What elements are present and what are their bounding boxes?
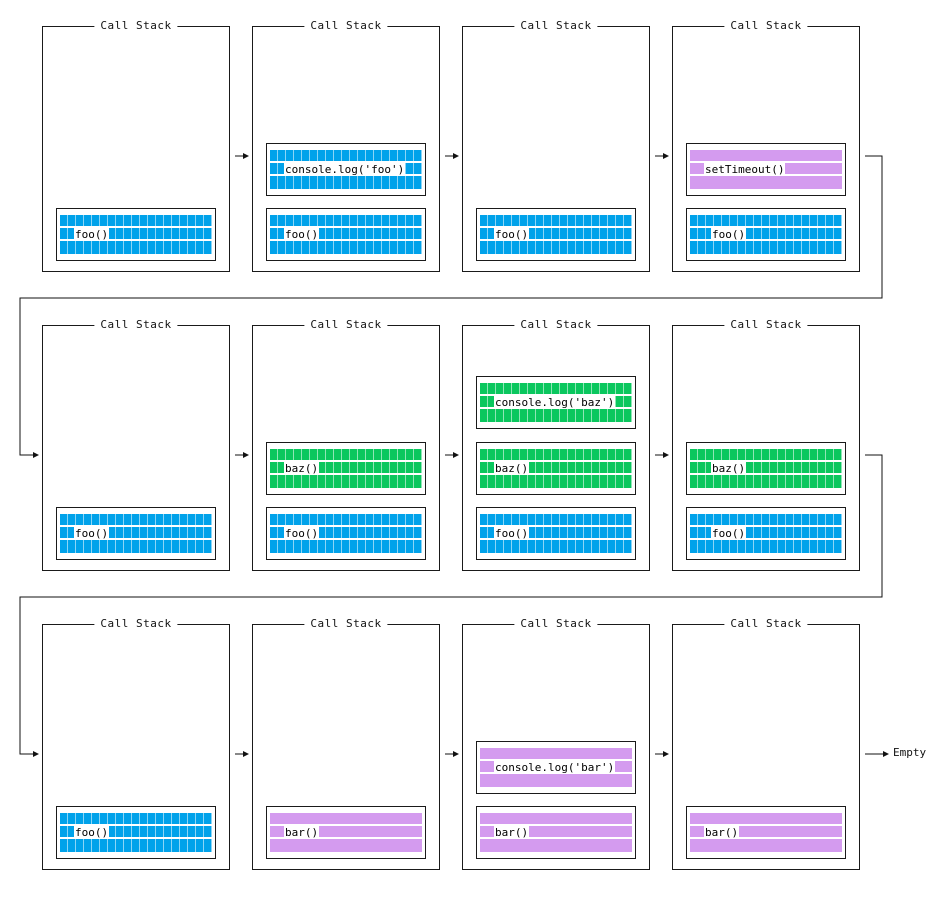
- step-arrow-head: [243, 153, 249, 159]
- stack-frame: foo(): [56, 208, 216, 261]
- stack-frame-label: foo(): [74, 527, 110, 540]
- stack-frame-label: console.log('baz'): [494, 396, 616, 409]
- end-arrow-head: [883, 751, 889, 757]
- stack-frame-label: foo(): [711, 228, 747, 241]
- step-arrow-head: [243, 751, 249, 757]
- stack-frame: foo(): [266, 507, 426, 560]
- stack-frame: bar(): [266, 806, 426, 859]
- call-stack-title: Call Stack: [514, 19, 598, 33]
- call-stack-title: Call Stack: [94, 617, 178, 631]
- stack-frame: bar(): [476, 806, 636, 859]
- stack-frame-label: baz(): [284, 462, 320, 475]
- stack-frame: bar(): [686, 806, 846, 859]
- stack-frame: console.log('baz'): [476, 376, 636, 429]
- stack-frame-fill: console.log('baz'): [480, 383, 632, 422]
- stack-frame-label: console.log('bar'): [494, 761, 616, 774]
- stack-frame-label: console.log('foo'): [284, 163, 406, 176]
- stack-frame: baz(): [266, 442, 426, 495]
- call-stack-panel: Call Stack bar(): [672, 617, 860, 870]
- wrap-connector-line: [19, 454, 883, 755]
- wrap-connector-head: [33, 751, 39, 757]
- call-stack-title: Call Stack: [724, 318, 808, 332]
- stack-frame: console.log('bar'): [476, 741, 636, 794]
- step-arrow-head: [663, 751, 669, 757]
- call-stack-panel: Call Stack foo() baz(): [252, 318, 440, 571]
- stack-frame-fill: foo(): [690, 215, 842, 254]
- stack-frame: baz(): [476, 442, 636, 495]
- call-stack-title: Call Stack: [304, 19, 388, 33]
- stack-frame-label: baz(): [711, 462, 747, 475]
- stack-frame-fill: foo(): [480, 514, 632, 553]
- stack-frame-label: foo(): [494, 228, 530, 241]
- stack-frame-fill: baz(): [690, 449, 842, 488]
- stack-frame-fill: foo(): [480, 215, 632, 254]
- call-stack-panel: Call Stack bar() console.log('bar'): [462, 617, 650, 870]
- stack-frame-fill: foo(): [60, 215, 212, 254]
- empty-label: Empty: [893, 746, 927, 759]
- call-stack-panel: Call Stack foo() baz() console.log('baz'): [462, 318, 650, 571]
- stack-frame-fill: foo(): [690, 514, 842, 553]
- call-stack-panel: Call Stack foo(): [42, 318, 230, 571]
- stack-frame-fill: bar(): [690, 813, 842, 852]
- stack-frame-label: bar(): [284, 826, 320, 839]
- call-stack-panel: Call Stack bar(): [252, 617, 440, 870]
- stack-frame-fill: bar(): [270, 813, 422, 852]
- step-arrow-head: [453, 751, 459, 757]
- stack-frame: foo(): [686, 507, 846, 560]
- step-arrow-head: [453, 153, 459, 159]
- stack-frame-fill: bar(): [480, 813, 632, 852]
- wrap-connector-line: [19, 155, 883, 456]
- stack-frame-label: bar(): [704, 826, 740, 839]
- call-stack-panel: Call Stack foo() setTimeout(): [672, 19, 860, 272]
- step-arrow-head: [663, 452, 669, 458]
- call-stack-title: Call Stack: [724, 19, 808, 33]
- stack-frame: setTimeout(): [686, 143, 846, 196]
- call-stack-title: Call Stack: [514, 617, 598, 631]
- stack-frame-fill: setTimeout(): [690, 150, 842, 189]
- stack-frame-label: setTimeout(): [704, 163, 786, 176]
- stack-frame: foo(): [56, 806, 216, 859]
- call-stack-panel: Call Stack foo(): [42, 617, 230, 870]
- stack-frame-label: baz(): [494, 462, 530, 475]
- call-stack-panel: Call Stack foo() console.log('foo'): [252, 19, 440, 272]
- stack-frame-fill: foo(): [60, 514, 212, 553]
- call-stack-title: Call Stack: [514, 318, 598, 332]
- stack-frame-fill: foo(): [60, 813, 212, 852]
- stack-frame-fill: foo(): [270, 514, 422, 553]
- stack-frame-label: foo(): [284, 527, 320, 540]
- stack-frame-fill: console.log('foo'): [270, 150, 422, 189]
- step-arrow-head: [453, 452, 459, 458]
- call-stack-title: Call Stack: [724, 617, 808, 631]
- stack-frame-fill: baz(): [480, 449, 632, 488]
- stack-frame-label: foo(): [74, 826, 110, 839]
- stack-frame: foo(): [476, 507, 636, 560]
- call-stack-title: Call Stack: [304, 318, 388, 332]
- call-stack-panel: Call Stack foo() baz(): [672, 318, 860, 571]
- stack-frame-fill: console.log('bar'): [480, 748, 632, 787]
- stack-frame: foo(): [476, 208, 636, 261]
- step-arrow-head: [663, 153, 669, 159]
- stack-frame: console.log('foo'): [266, 143, 426, 196]
- stack-frame-label: foo(): [284, 228, 320, 241]
- wrap-connector-head: [33, 452, 39, 458]
- stack-frame-label: bar(): [494, 826, 530, 839]
- stack-frame: foo(): [686, 208, 846, 261]
- call-stack-title: Call Stack: [304, 617, 388, 631]
- call-stack-title: Call Stack: [94, 19, 178, 33]
- call-stack-panel: Call Stack foo(): [462, 19, 650, 272]
- stack-frame: foo(): [266, 208, 426, 261]
- stack-frame-label: foo(): [74, 228, 110, 241]
- call-stack-panel: Call Stack foo(): [42, 19, 230, 272]
- stack-frame-label: foo(): [711, 527, 747, 540]
- call-stack-title: Call Stack: [94, 318, 178, 332]
- step-arrow-head: [243, 452, 249, 458]
- stack-frame-fill: baz(): [270, 449, 422, 488]
- stack-frame: foo(): [56, 507, 216, 560]
- stack-frame-label: foo(): [494, 527, 530, 540]
- stack-frame: baz(): [686, 442, 846, 495]
- stack-frame-fill: foo(): [270, 215, 422, 254]
